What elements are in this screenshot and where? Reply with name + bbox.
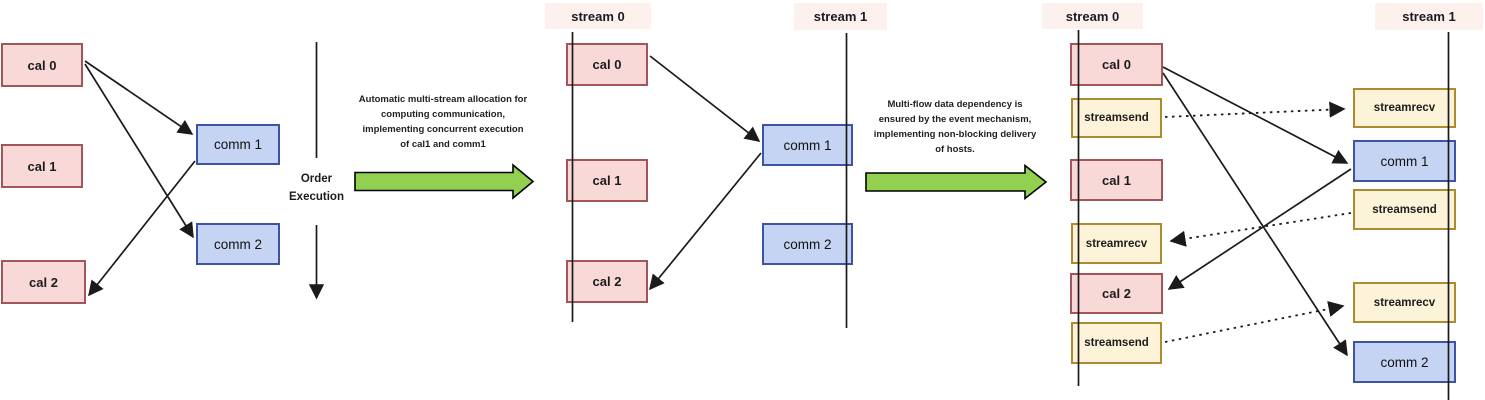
p3-streamsend1-box: streamsend bbox=[1071, 98, 1162, 138]
p1-arrow-cal0-comm2 bbox=[84, 63, 194, 239]
p2-arrow-comm1-cal2 bbox=[649, 152, 762, 291]
p2-cal1-box: cal 1 bbox=[566, 159, 648, 202]
p3-dotted-send1-recv0 bbox=[1169, 212, 1352, 247]
green-arrow1-icon bbox=[354, 163, 535, 200]
transition2-caption: Multi-flow data dependency is ensured by… bbox=[873, 99, 1037, 155]
p3-streamsend2-box: streamsend bbox=[1071, 322, 1162, 364]
p3-s1-streamrecv2-box: streamrecv bbox=[1353, 282, 1456, 323]
p3-stream1-header: stream 1 bbox=[1375, 3, 1483, 30]
p1-arrow-cal0-comm1 bbox=[84, 60, 194, 135]
p3-cal1-box: cal 1 bbox=[1070, 159, 1163, 201]
p2-stream1-header: stream 1 bbox=[794, 3, 887, 30]
p1-dependency-arrows bbox=[84, 60, 196, 297]
p3-cal2-box: cal 2 bbox=[1070, 273, 1163, 314]
p3-arrow-comm1-cal2 bbox=[1167, 168, 1352, 290]
p1-cal2-box: cal 2 bbox=[1, 260, 86, 304]
p2-cal2-box: cal 2 bbox=[566, 260, 648, 303]
p2-comm1-box: comm 1 bbox=[762, 124, 853, 166]
p3-event-arrows bbox=[1164, 101, 1352, 343]
p1-arrow-comm1-cal2 bbox=[88, 160, 196, 297]
p3-dependency-arrows bbox=[1162, 66, 1352, 357]
p1-cal0-box: cal 0 bbox=[1, 43, 83, 87]
p2-comm2-box: comm 2 bbox=[762, 223, 853, 265]
p3-arrow-cal0-comm2 bbox=[1162, 72, 1348, 357]
p3-comm1-box: comm 1 bbox=[1353, 140, 1456, 182]
p3-arrow-cal0-comm1 bbox=[1162, 66, 1349, 164]
p3-s1-streamsend-box: streamsend bbox=[1353, 189, 1456, 230]
p2-arrow-cal0-comm1 bbox=[649, 55, 761, 142]
p1-comm2-box: comm 2 bbox=[196, 223, 280, 265]
p3-comm2-box: comm 2 bbox=[1353, 341, 1456, 383]
p2-cal0-box: cal 0 bbox=[566, 43, 648, 86]
p3-dotted-send0-recv1 bbox=[1164, 101, 1346, 118]
p3-dotted-send0b-recv1b bbox=[1164, 300, 1345, 343]
p2-dependency-arrows bbox=[649, 55, 762, 291]
p3-streamrecv0-box: streamrecv bbox=[1071, 223, 1162, 264]
p3-s1-streamrecv1-box: streamrecv bbox=[1353, 88, 1456, 128]
p3-cal0-box: cal 0 bbox=[1070, 43, 1163, 86]
p1-cal1-box: cal 1 bbox=[1, 144, 83, 188]
green-arrow2-icon bbox=[865, 163, 1048, 201]
p3-stream0-header: stream 0 bbox=[1042, 3, 1143, 29]
order-execution-label: Order Execution bbox=[289, 173, 344, 203]
transition1-caption: Automatic multi-stream allocation for co… bbox=[358, 94, 528, 150]
p2-stream0-header: stream 0 bbox=[545, 3, 651, 29]
p1-comm1-box: comm 1 bbox=[196, 124, 280, 165]
